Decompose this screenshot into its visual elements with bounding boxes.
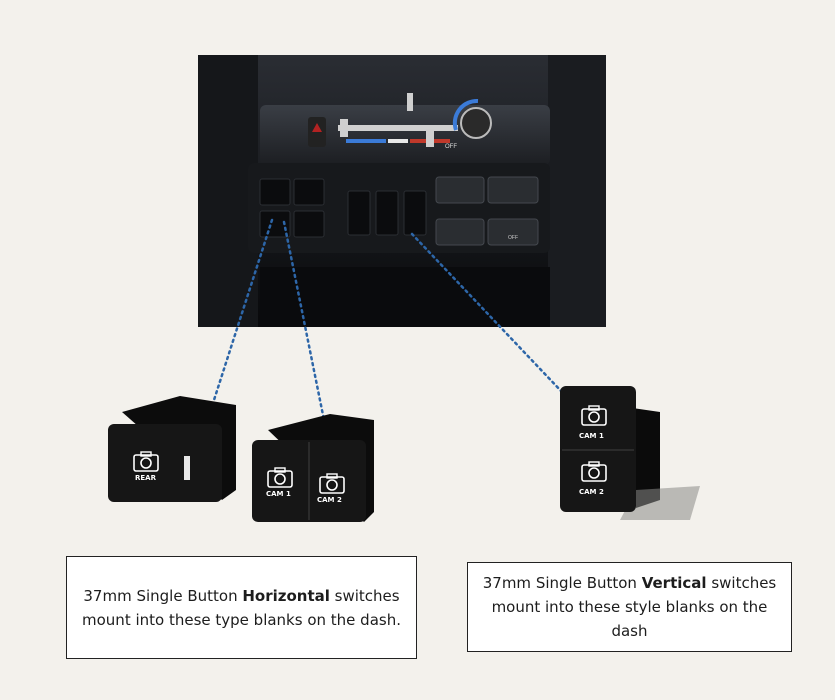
leader-line-left-1 <box>212 218 274 402</box>
dash-button-4 <box>487 218 539 246</box>
horizontal-caption-text: 37mm Single Button Horizontal switches m… <box>82 586 401 629</box>
dashboard-photo: OFF OFF <box>198 55 606 327</box>
blank-slot-horizontal-2 <box>293 178 325 206</box>
horizontal-cam-left-label: CAM 1 <box>266 490 291 498</box>
climate-slider-knob-right <box>426 129 434 147</box>
rear-switch-indicator <box>184 456 190 480</box>
camera-icon <box>133 451 159 472</box>
vertical-cam-switch: CAM 1 CAM 2 <box>560 386 700 520</box>
horizontal-cam-switch: CAM 1 CAM 2 <box>252 414 374 522</box>
horizontal-switch-caption: 37mm Single Button Horizontal switches m… <box>66 556 417 659</box>
dash-button-off-label: OFF <box>508 235 518 241</box>
camera-icon <box>581 405 607 426</box>
fan-dial <box>460 107 492 139</box>
climate-slider-knob-left <box>340 119 348 137</box>
blank-slot-horizontal-1 <box>259 178 291 206</box>
vertical-cam-bottom-label: CAM 2 <box>579 488 604 496</box>
rear-switch: REAR <box>108 396 236 502</box>
dashboard-illustration: OFF OFF <box>198 55 606 327</box>
hazard-icon <box>312 123 322 132</box>
climate-off-label: OFF <box>445 144 457 150</box>
blank-slot-vertical-2 <box>375 190 399 236</box>
blank-slot-vertical-3 <box>403 190 427 236</box>
dash-button-1 <box>435 176 485 204</box>
vertical-cam-top-label: CAM 1 <box>579 432 604 440</box>
leader-line-right <box>410 232 564 394</box>
dash-button-3 <box>435 218 485 246</box>
camera-icon <box>581 461 607 482</box>
dash-button-2 <box>487 176 539 204</box>
climate-slider-track <box>338 125 458 131</box>
vertical-switch-caption: 37mm Single Button Vertical switches mou… <box>467 562 792 652</box>
rear-switch-label: REAR <box>135 474 157 482</box>
camera-icon <box>267 467 293 488</box>
blank-slot-horizontal-4 <box>293 210 325 238</box>
climate-slider-knob-top <box>407 93 413 111</box>
camera-icon <box>319 473 345 494</box>
blank-slot-vertical-1 <box>347 190 371 236</box>
leader-line-left-2 <box>282 220 326 422</box>
horizontal-cam-right-label: CAM 2 <box>317 496 342 504</box>
vertical-caption-text: 37mm Single Button Vertical switches mou… <box>482 574 777 640</box>
